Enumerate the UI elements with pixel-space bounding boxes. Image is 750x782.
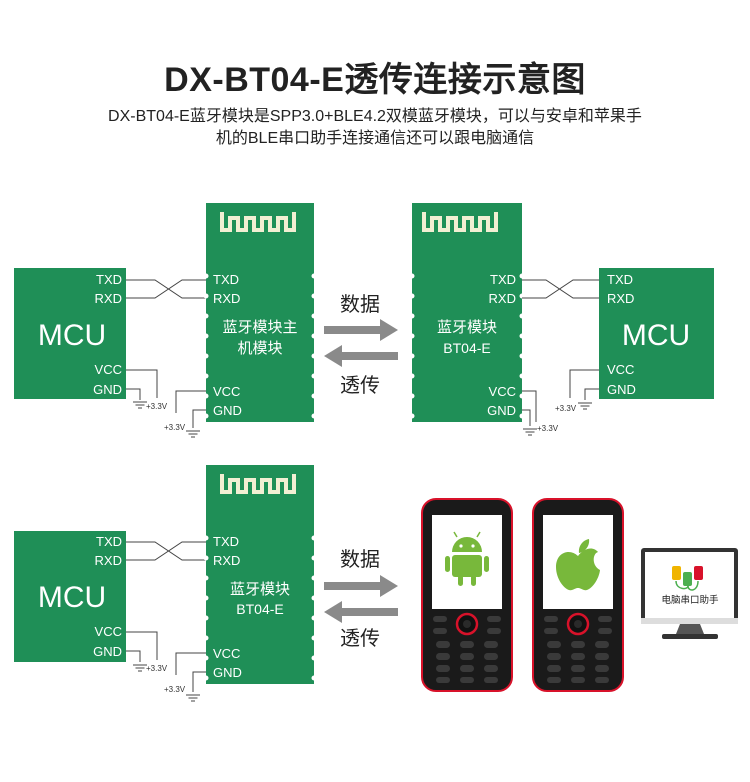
pin-rxd: RXD <box>213 291 240 306</box>
arrow-right-icon <box>324 575 398 597</box>
pin-vcc: VCC <box>607 362 634 377</box>
pin-txd: TXD <box>607 272 633 287</box>
pc-monitor: 电脑串口助手 <box>641 548 738 639</box>
arrow-label-transparent: 透传 <box>340 627 380 650</box>
apple-icon <box>556 539 600 591</box>
pin-vcc: VCC <box>213 646 240 661</box>
mcu-box-right-1: MCU TXD RXD VCC GND <box>599 268 714 399</box>
android-phone <box>421 498 513 692</box>
pin-gnd: GND <box>213 665 242 680</box>
label-3v3: +3.3V <box>146 402 168 411</box>
arrow-label-transparent: 透传 <box>340 374 380 397</box>
pin-gnd: GND <box>487 403 516 418</box>
pin-vcc: VCC <box>489 384 516 399</box>
apple-phone <box>532 498 624 692</box>
pin-gnd: GND <box>93 382 122 397</box>
pin-vcc: VCC <box>95 362 122 377</box>
arrow-label-data: 数据 <box>340 293 380 316</box>
pin-vcc: VCC <box>213 384 240 399</box>
bt-slave-module: TXD RXD 蓝牙模块 BT04-E VCC GND <box>409 203 525 422</box>
mcu-label: MCU <box>622 319 690 352</box>
serial-app-icon <box>672 566 703 591</box>
pin-rxd: RXD <box>213 553 240 568</box>
label-3v3: +3.3V <box>146 664 168 673</box>
bt-master-module: TXD RXD 蓝牙模块主 机模块 VCC GND <box>203 203 317 422</box>
module-name-line2: BT04-E <box>443 340 490 356</box>
arrow-left-icon <box>324 601 398 623</box>
wiring-left-2 <box>126 541 206 692</box>
pin-rxd: RXD <box>95 291 122 306</box>
arrow-label-data: 数据 <box>340 548 380 571</box>
pin-gnd: GND <box>607 382 636 397</box>
module-name-line2: BT04-E <box>236 601 283 617</box>
pin-rxd: RXD <box>95 553 122 568</box>
pin-rxd: RXD <box>489 291 516 306</box>
module-name-line1: 蓝牙模块 <box>437 319 497 336</box>
mcu-box-left-2: MCU TXD RXD VCC GND <box>14 531 126 662</box>
android-icon <box>445 531 489 586</box>
label-3v3: +3.3V <box>164 423 186 432</box>
pin-txd: TXD <box>213 272 239 287</box>
pin-txd: TXD <box>96 534 122 549</box>
page-title: DX-BT04-E透传连接示意图 <box>164 61 586 99</box>
pin-txd: TXD <box>213 534 239 549</box>
label-3v3: +3.3V <box>555 404 577 413</box>
pin-txd: TXD <box>96 272 122 287</box>
subtitle-line-2: 机的BLE串口助手连接通信还可以跟电脑通信 <box>215 130 535 147</box>
mcu-label: MCU <box>38 581 106 614</box>
mcu-box-left-1: MCU TXD RXD VCC GND <box>14 268 126 399</box>
wiring-right-1 <box>522 279 599 426</box>
arrow-right-icon <box>324 319 398 341</box>
pin-gnd: GND <box>213 403 242 418</box>
pin-txd: TXD <box>490 272 516 287</box>
pin-vcc: VCC <box>95 624 122 639</box>
module-name-line1: 蓝牙模块主 <box>222 319 297 336</box>
label-3v3: +3.3V <box>537 424 559 433</box>
mcu-label: MCU <box>38 319 106 352</box>
subtitle-line-1: DX-BT04-E蓝牙模块是SPP3.0+BLE4.2双模蓝牙模块，可以与安卓和… <box>108 108 642 125</box>
pc-app-label: 电脑串口助手 <box>661 594 719 606</box>
bt-slave-module-2: TXD RXD 蓝牙模块 BT04-E VCC GND <box>203 465 317 684</box>
module-name-line2: 机模块 <box>237 340 282 357</box>
wiring-left-1 <box>126 279 206 428</box>
label-3v3: +3.3V <box>164 685 186 694</box>
pin-rxd: RXD <box>607 291 634 306</box>
module-name-line1: 蓝牙模块 <box>230 581 290 598</box>
pin-gnd: GND <box>93 644 122 659</box>
arrow-left-icon <box>324 345 398 367</box>
